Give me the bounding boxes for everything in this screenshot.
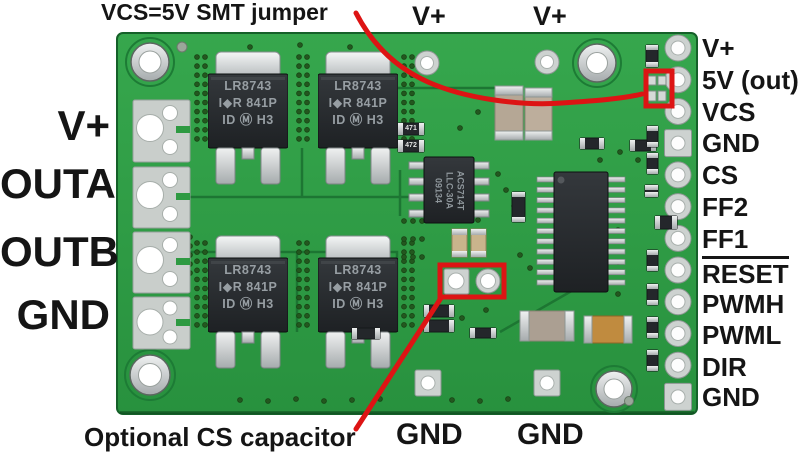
right-pin-label-vplus: V+: [702, 33, 735, 63]
fiducial-dot: [624, 396, 634, 406]
pad-vplus: [132, 99, 191, 163]
right-pin-label-ff1: FF1: [702, 224, 749, 254]
current-sensor-chip: [408, 156, 490, 224]
bottom-gnd-pads: [414, 369, 561, 397]
right-pin-label-pwml: PWML: [702, 320, 782, 350]
mounting-holes: [124, 37, 638, 413]
right-pin-label-dir: DIR: [702, 352, 747, 382]
right-pin-label-gnd-2: GND: [702, 382, 760, 412]
pad-outb: [132, 231, 191, 294]
gate-driver-chip: [536, 171, 626, 293]
bottom-pin-label-gnd-1: GND: [396, 418, 463, 451]
capacitors: [451, 85, 633, 344]
top-pin-label-vplus-1: V+: [412, 1, 446, 31]
fiducial-dot: [176, 41, 188, 53]
smt-jumper-pointer-line: [353, 10, 645, 107]
right-pin-label-vcs: VCS: [702, 97, 756, 127]
left-pin-label-outa: OUTA: [0, 160, 116, 207]
cs-capacitor-note: Optional CS capacitor: [84, 422, 356, 452]
pad-outa: [132, 166, 191, 229]
left-pin-label-gnd: GND: [16, 291, 110, 338]
bottom-pin-label-gnd-2: GND: [517, 418, 584, 451]
right-pin-label-5v-out: 5V (out): [702, 65, 799, 95]
top-pin-label-vplus-2: V+: [533, 1, 567, 31]
right-header-pads: [664, 34, 692, 411]
pad-gnd: [132, 296, 191, 350]
right-pin-label-cs: CS: [702, 160, 739, 190]
smt-jumper-note: VCS=5V SMT jumper: [101, 0, 328, 25]
optional-cs-capacitor-holes: [443, 268, 501, 295]
right-pin-label-pwmh: PWMH: [702, 289, 785, 319]
cs-capacitor-pointer-line: [353, 295, 444, 432]
top-vplus-pads: [414, 49, 560, 76]
left-pin-label-vplus: V+: [57, 102, 110, 149]
cs-capacitor-highlight-box: [437, 262, 507, 300]
smd-resistors: [351, 44, 678, 372]
smt-jumper-highlight-box: [643, 68, 675, 109]
left-pin-label-outb: OUTB: [0, 228, 119, 275]
right-pin-label-gnd-1: GND: [702, 128, 760, 158]
right-pin-label-ff2: FF2: [702, 192, 749, 222]
left-power-pads: [132, 99, 191, 350]
red-annotations: [353, 10, 675, 432]
right-pin-label-reset: RESET: [702, 256, 789, 289]
